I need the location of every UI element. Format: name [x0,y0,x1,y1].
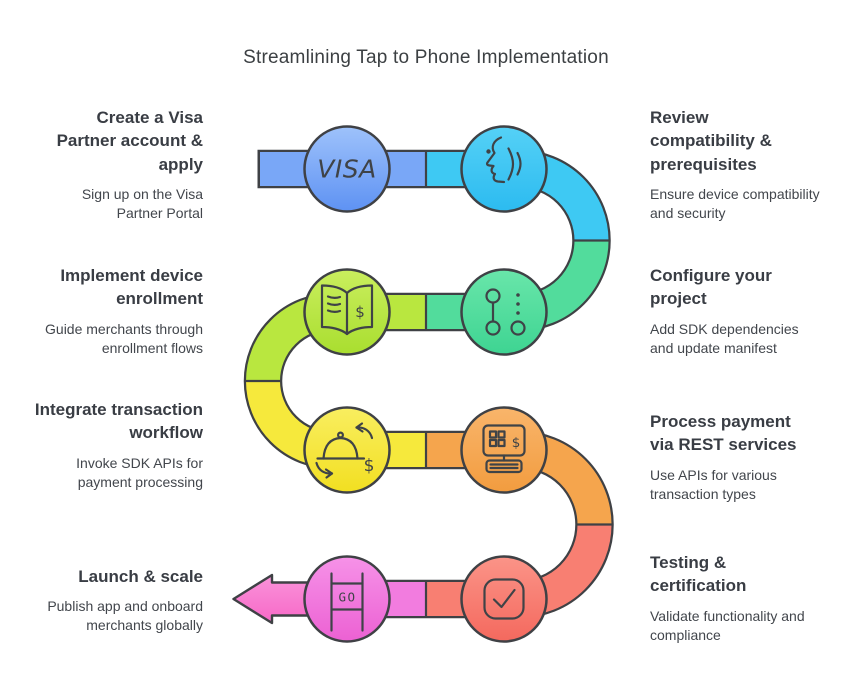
svg-text:GO: GO [338,590,356,605]
step-launch-scale-text: Launch & scale Publish app and onboard m… [33,565,203,636]
step-description: Invoke SDK APIs for payment processing [76,454,203,490]
step-testing-certification-text: Testing & certification Validate functio… [650,551,834,645]
flow-path-segments [246,152,612,616]
book-dollar-icon: $ [320,284,374,336]
step-heading: Create a Visa Partner account & apply [56,108,203,174]
step-heading: Testing & certification [650,553,747,596]
step-create-visa-account-text: Create a Visa Partner account & apply Si… [33,106,203,223]
step-description: Use APIs for various transaction types [650,466,777,502]
step-review-compatibility-text: Review compatibility & prerequisites Ens… [650,106,833,223]
step-description: Validate functionality and compliance [650,607,805,643]
step-transaction-workflow-text: Integrate transaction workflow Invoke SD… [33,398,203,492]
go-sign-icon: GO [330,572,364,632]
node-review-compatibility [460,125,548,213]
speaking-head-icon [485,136,522,184]
node-transaction-workflow [303,406,391,494]
svg-text:$: $ [364,456,375,476]
step-heading: Review compatibility & prerequisites [650,108,772,174]
step-description: Ensure device compatibility and security [650,186,820,222]
svg-text:$: $ [355,303,365,321]
step-device-enrollment-text: Implement device enrollment Guide mercha… [33,264,203,358]
node-configure-project [460,268,548,356]
step-description: Publish app and onboard merchants global… [47,598,203,634]
node-launch-scale [303,555,391,643]
visa-logo-icon: VISA [317,155,376,184]
node-testing-certification [460,555,548,643]
flow-path-outline [243,149,614,619]
svg-text:$: $ [512,435,521,451]
step-heading: Implement device enrollment [60,266,203,309]
step-heading: Process payment via REST services [650,412,797,455]
pos-terminal-icon: $ [482,424,526,474]
step-description: Sign up on the Visa Partner Portal [81,186,203,222]
step-description: Add SDK dependencies and update manifest [650,320,799,356]
check-square-icon [483,578,525,620]
step-heading: Launch & scale [78,567,203,586]
segment-dividers [246,152,612,616]
node-create-visa-account [303,125,391,213]
step-heading: Integrate transaction workflow [34,400,203,443]
step-process-payment-text: Process payment via REST services Use AP… [650,410,815,504]
node-process-payment [460,406,548,494]
dish-exchange-dollar-icon: $ [315,422,375,479]
step-configure-project-text: Configure your project Add SDK dependenc… [650,264,815,358]
step-description: Guide merchants through enrollment flows [45,320,203,356]
diagram-title: Streamlining Tap to Phone Implementation [243,47,609,68]
step-heading: Configure your project [650,266,772,309]
commit-graph-icon [485,288,526,336]
